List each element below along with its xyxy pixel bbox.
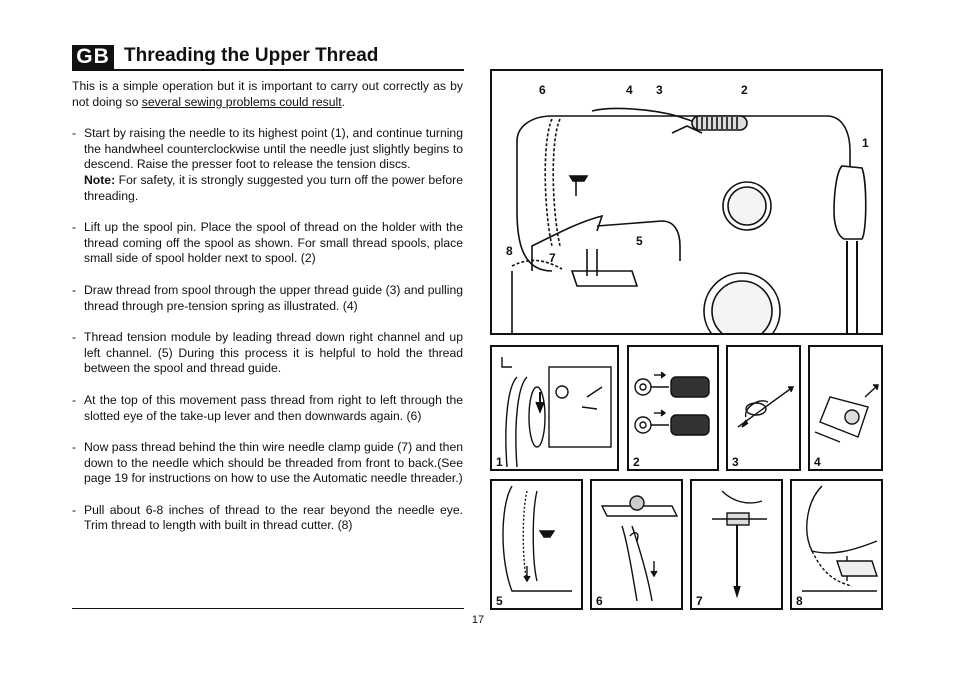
step-2: - Lift up the spool pin. Place the spool… — [72, 220, 463, 267]
intro-text: This is a simple operation but it is imp… — [72, 79, 463, 109]
detail-figure-3: 3 — [726, 345, 801, 471]
detail-label-4: 4 — [814, 455, 821, 469]
callout-1: 1 — [862, 136, 869, 150]
step-3: - Draw thread from spool through the upp… — [72, 283, 463, 314]
bullet-dash: - — [72, 502, 77, 517]
bullet-dash: - — [72, 440, 77, 455]
bullet-dash: - — [72, 220, 77, 235]
instructions-column: This is a simple operation but it is imp… — [72, 79, 463, 550]
thread-cutter-drawing — [802, 485, 878, 592]
detail-figure-4: 4 — [808, 345, 883, 471]
page-number: 17 — [471, 614, 485, 626]
detail-figure-8: 8 — [790, 479, 883, 610]
spool-drawing — [634, 371, 710, 436]
callout-7: 7 — [549, 251, 556, 265]
step-1: - Start by raising the needle to its hig… — [72, 126, 463, 204]
pre-tension-spring-drawing — [814, 384, 879, 443]
callout-6: 6 — [539, 83, 546, 97]
handwheel-drawing — [501, 357, 612, 468]
callout-2: 2 — [741, 83, 748, 97]
header-rule — [72, 69, 464, 71]
detail-label-2: 2 — [633, 455, 640, 469]
intro-text-end: . — [341, 94, 346, 109]
note-text: For safety, it is strongly suggested you… — [84, 172, 463, 203]
callout-4: 4 — [626, 83, 633, 97]
note-label: Note: — [84, 172, 116, 187]
tension-module-drawing — [502, 485, 572, 592]
detail-figure-1: 1 — [490, 345, 619, 471]
step-text: Lift up the spool pin. Place the spool o… — [84, 220, 463, 266]
bullet-dash: - — [72, 126, 77, 141]
sewing-machine-drawing — [511, 107, 867, 333]
detail-figure-6: 6 — [590, 479, 683, 610]
bullet-dash: - — [72, 282, 77, 297]
callout-3: 3 — [656, 83, 663, 97]
detail-label-1: 1 — [496, 455, 503, 469]
bullet-dash: - — [72, 330, 77, 345]
callout-5: 5 — [636, 234, 643, 248]
page-title: Threading the Upper Thread — [124, 45, 379, 66]
step-text: Start by raising the needle to its highe… — [84, 126, 463, 172]
main-threading-illustration: 6 4 3 2 1 5 7 8 — [490, 69, 883, 335]
bullet-dash: - — [72, 392, 77, 407]
step-5: - At the top of this movement pass threa… — [72, 393, 463, 424]
step-text: Thread tension module by leading thread … — [84, 330, 463, 376]
callout-8: 8 — [506, 244, 513, 258]
footer-rule — [72, 608, 464, 609]
step-text: Pull about 6-8 inches of thread to the r… — [84, 502, 463, 533]
take-up-lever-drawing — [600, 495, 679, 602]
step-text: Now pass thread behind the thin wire nee… — [84, 440, 463, 486]
page-header: GB Threading the Upper Thread — [72, 43, 464, 71]
note-paragraph: Note: For safety, it is strongly suggest… — [84, 173, 463, 204]
intro-paragraph: This is a simple operation but it is imp… — [72, 79, 463, 110]
detail-figure-7: 7 — [690, 479, 783, 610]
detail-label-8: 8 — [796, 594, 803, 608]
thread-guide-drawing — [737, 386, 795, 428]
step-text: At the top of this movement pass thread … — [84, 392, 463, 423]
step-text: Draw thread from spool through the upper… — [84, 282, 463, 313]
intro-underlined-text: several sewing problems could result — [141, 94, 342, 109]
detail-label-3: 3 — [732, 455, 739, 469]
detail-label-5: 5 — [496, 594, 503, 608]
language-badge: GB — [72, 45, 114, 69]
needle-clamp-drawing — [712, 490, 767, 599]
detail-figure-5: 5 — [490, 479, 583, 610]
detail-label-7: 7 — [696, 594, 703, 608]
detail-label-6: 6 — [596, 594, 603, 608]
detail-figure-2: 2 — [627, 345, 719, 471]
step-7: - Pull about 6-8 inches of thread to the… — [72, 503, 463, 534]
step-6: - Now pass thread behind the thin wire n… — [72, 440, 463, 487]
step-4: - Thread tension module by leading threa… — [72, 330, 463, 377]
